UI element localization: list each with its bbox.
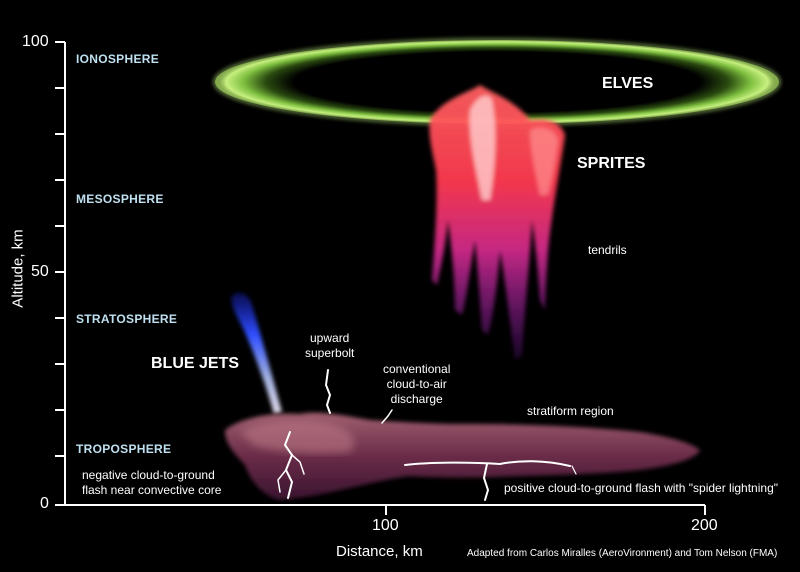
upward-superbolt-label: upward superbolt — [305, 331, 354, 361]
ionosphere-label: IONOSPHERE — [76, 52, 160, 66]
y-tick-label-50: 50 — [31, 263, 49, 280]
negative-cg-line-1: negative cloud-to-ground — [82, 468, 215, 482]
cloud-to-air-label: conventional cloud-to-air discharge — [383, 362, 450, 407]
upward-superbolt-line-2: superbolt — [305, 346, 355, 360]
x-tick-label-100: 100 — [372, 517, 399, 534]
negative-cg-line-2: flash near convective core — [82, 483, 222, 497]
spider-lightning-bolt — [404, 460, 571, 467]
lightning-bolts — [277, 369, 577, 501]
mesosphere-label: MESOSPHERE — [76, 192, 164, 206]
positive-cg-label: positive cloud-to-ground flash with "spi… — [504, 481, 779, 495]
blue-jets-label: BLUE JETS — [151, 355, 240, 372]
sprites-shape — [429, 85, 565, 360]
upward-superbolt-line-1: upward — [310, 331, 350, 345]
troposphere-label: TROPOSPHERE — [76, 442, 172, 456]
blue-jet-shape — [231, 292, 282, 414]
cloud-to-air-line-2: cloud-to-air — [386, 377, 447, 391]
stratiform-label: stratiform region — [527, 404, 614, 418]
y-axis-title: Altitude, km — [9, 229, 27, 308]
axes — [55, 41, 706, 515]
storm-cloud — [225, 412, 700, 500]
negative-cg-bolt — [283, 431, 294, 499]
x-axis-title: Distance, km — [336, 543, 423, 560]
sprites-label: SPRITES — [577, 155, 646, 172]
x-tick-label-200: 200 — [691, 517, 718, 534]
positive-cg-bolt — [482, 463, 490, 501]
elves-label: ELVES — [602, 75, 654, 92]
cloud-to-air-line-1: conventional — [383, 362, 451, 376]
stratosphere-label: STRATOSPHERE — [76, 312, 178, 326]
negative-cg-label: negative cloud-to-ground flash near conv… — [82, 468, 221, 498]
credit-text: Adapted from Carlos Miralles (AeroVironm… — [467, 548, 778, 559]
tendrils-label: tendrils — [588, 243, 627, 257]
y-tick-label-100: 100 — [22, 33, 49, 50]
y-tick-label-0: 0 — [40, 495, 49, 512]
upward-superbolt-bolt — [324, 369, 332, 414]
cloud-to-air-bolt — [381, 409, 393, 424]
cloud-to-air-line-3: discharge — [390, 392, 443, 406]
